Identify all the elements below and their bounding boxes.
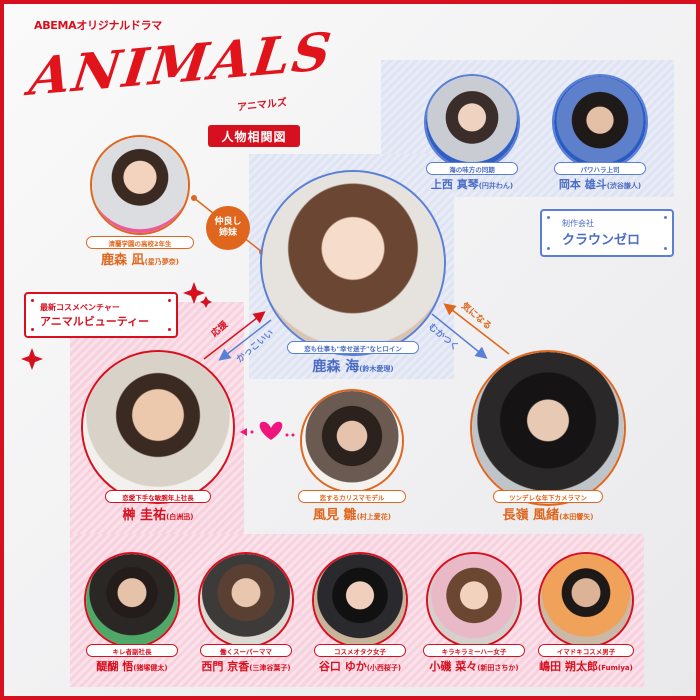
production-name: クラウンゼロ xyxy=(562,233,641,248)
name-keisuke: 榊 圭祐(白洲迅) xyxy=(122,508,194,523)
venture-sub: 最新コスメベンチャー xyxy=(40,302,120,312)
name-satoru: 醍醐 悟(猪塚健太) xyxy=(96,660,168,673)
portrait-fuo xyxy=(470,350,626,506)
sisters-bubble: 仲良し 姉妹 xyxy=(206,206,250,250)
tag-sakutaro: イマドキコスメ男子 xyxy=(538,644,634,657)
name-yuto: 岡本 雄斗(渋谷謙人) xyxy=(558,178,642,191)
tag-yuto: パワハラ上司 xyxy=(554,162,646,175)
portrait-satoru xyxy=(84,552,180,648)
portrait-nagi xyxy=(90,135,190,235)
name-umi: 鹿森 海(鈴木愛理) xyxy=(312,359,394,375)
name-fuo: 長嶺 風緒(本田響矢) xyxy=(502,508,594,523)
venture-company-plate: 最新コスメベンチャー アニマルビューティー xyxy=(24,292,178,338)
tag-yuka: コスメオタク女子 xyxy=(314,644,406,657)
tag-fuo: ツンデレな年下カメラマン xyxy=(493,490,603,503)
portrait-kotoha xyxy=(424,74,520,170)
sparkle-icon xyxy=(183,282,205,304)
name-hina: 風見 雛(村上愛花) xyxy=(313,508,391,523)
portrait-keisuke xyxy=(81,350,235,504)
brand-label: ABEMAオリジナルドラマ xyxy=(34,19,162,32)
tag-kyoka: 働くスーパーママ xyxy=(200,644,292,657)
venture-name: アニマルビューティー xyxy=(40,314,150,328)
production-company-plate: 制作会社 クラウンゼロ xyxy=(540,209,674,257)
tag-keisuke: 恋愛下手な敏腕年上社長 xyxy=(105,490,211,503)
sparkle-icon xyxy=(200,296,212,308)
portrait-yuto xyxy=(552,74,648,170)
portrait-umi xyxy=(260,170,446,356)
portrait-nana xyxy=(426,552,522,648)
portrait-hina xyxy=(300,389,404,493)
portrait-kyoka xyxy=(198,552,294,648)
tag-kotoha: 海の味方の同期 xyxy=(426,162,518,175)
tag-satoru: キレ者副社長 xyxy=(86,644,178,657)
sparkle-icon xyxy=(21,348,43,370)
tag-nana: キラキラミーハー女子 xyxy=(423,644,525,657)
portrait-sakutaro xyxy=(538,552,634,648)
tag-umi: 恋も仕事も"幸せ迷子"なヒロイン xyxy=(287,341,419,354)
name-kotoha: 上西 真琴(円井わん) xyxy=(430,178,514,191)
production-sub: 制作会社 xyxy=(562,219,594,228)
name-yuka: 谷口 ゆか(小西桜子) xyxy=(318,660,402,673)
name-nagi: 鹿森 凪(星乃夢奈) xyxy=(101,253,179,268)
heart-arrow-icon xyxy=(240,428,247,436)
chart-title-badge: 人物相関図 xyxy=(208,125,300,147)
heart-icon xyxy=(259,421,283,440)
portrait-yuka xyxy=(312,552,408,648)
name-nana: 小磯 菜々(新田さちか) xyxy=(429,660,519,673)
tag-nagi: 清蘭学園の高校2年生 xyxy=(86,236,194,249)
name-sakutaro: 嶋田 朔太郎(Fumiya) xyxy=(539,660,633,673)
name-kyoka: 西門 京香(三津谷葉子) xyxy=(201,660,291,673)
tag-hina: 恋するカリスマモデル xyxy=(298,490,406,503)
